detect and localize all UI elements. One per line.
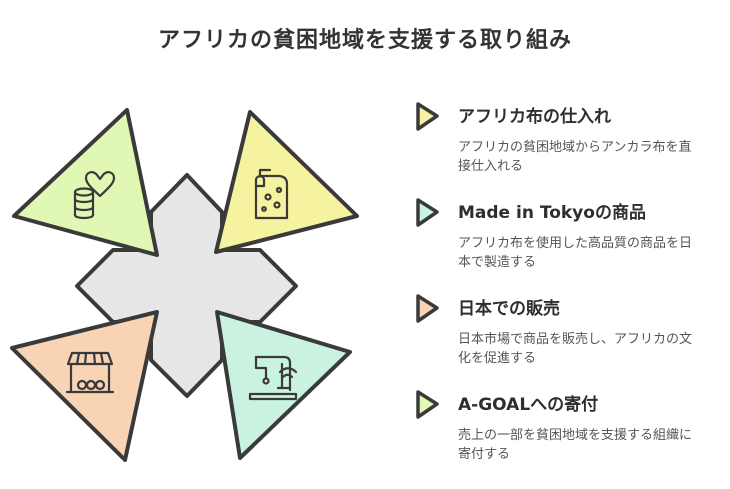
play-arrow-icon xyxy=(416,102,439,131)
legend-title: アフリカ布の仕入れ xyxy=(458,107,611,127)
triangle-cloth xyxy=(214,110,359,254)
market-stall-icon xyxy=(65,351,115,394)
legend: アフリカ布の仕入れ アフリカの貧困地域からアンカラ布を直接仕入れる Made i… xyxy=(412,0,722,489)
sewing-machine-icon xyxy=(248,355,298,401)
legend-description: 売上の一部を貧困地域を支援する組織に寄付する xyxy=(458,428,693,462)
legend-description: アフリカの貧困地域からアンカラ布を直接仕入れる xyxy=(458,140,692,174)
play-arrow-icon xyxy=(416,294,439,323)
triangle-donation xyxy=(12,108,159,257)
legend-description: アフリカ布を使用した高品質の商品を日本で製造する xyxy=(458,236,693,270)
center-star xyxy=(75,173,298,398)
process-diagram xyxy=(10,108,359,462)
triangle-market xyxy=(10,310,159,462)
legend-description: 日本市場で商品を販売し、アフリカの文化を促進する xyxy=(458,332,693,366)
play-arrow-icon xyxy=(416,198,439,227)
legend-title: A-GOALへの寄付 xyxy=(458,395,599,415)
triangle-sewing xyxy=(215,310,352,460)
legend-title: 日本での販売 xyxy=(458,299,560,319)
legend-title: Made in Tokyoの商品 xyxy=(458,203,646,223)
page-title: アフリカの貧困地域を支援する取り組み xyxy=(157,28,572,53)
cloth-roll-icon xyxy=(254,168,289,220)
coins-heart-icon xyxy=(73,171,116,220)
play-arrow-icon xyxy=(416,390,439,419)
